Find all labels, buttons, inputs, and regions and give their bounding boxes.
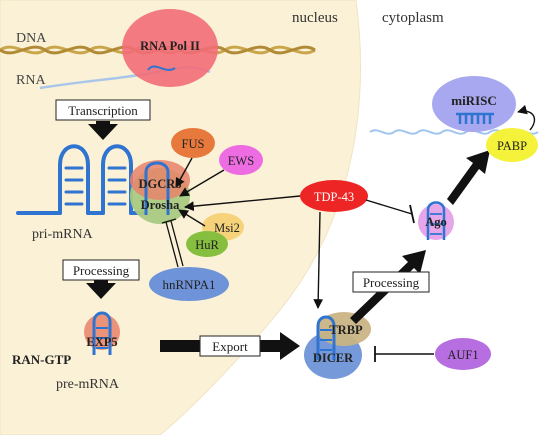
export-step: Export [160, 332, 300, 360]
transcription-label: Transcription [68, 103, 138, 118]
ran-gtp-label: RAN-GTP [12, 352, 71, 367]
fus-protein: FUS [171, 128, 215, 158]
dicer-label: DICER [313, 351, 354, 365]
auf1-inhibition [374, 346, 434, 362]
mirisc-label: miRISC [451, 93, 497, 108]
ews-protein: EWS [219, 145, 263, 175]
cytoplasm-processing-step: Processing [350, 250, 430, 324]
processing-nuclear-label: Processing [73, 263, 130, 278]
mirisc-complex: miRISC [432, 76, 516, 132]
pabp-protein: PABP [486, 128, 538, 162]
hur-label: HuR [195, 238, 219, 252]
exp5-complex: EXP5 [84, 311, 120, 355]
dgcr8-label: DGCR8 [138, 177, 181, 191]
rna-pol-ii: RNA Pol II [122, 9, 218, 87]
ago-to-mirisc-arrow [447, 150, 490, 205]
ews-label: EWS [228, 154, 254, 168]
processing-cytoplasm-label: Processing [363, 275, 420, 290]
drosha-label: Drosha [141, 198, 180, 212]
pabp-label: PABP [497, 139, 527, 153]
auf1-protein: AUF1 [435, 338, 491, 370]
microprocessor-complex: DGCR8 Drosha [130, 160, 190, 224]
pabp-to-mirisc-arrow [517, 104, 536, 131]
pre-mrna-label: pre-mRNA [56, 377, 120, 392]
rna-emerging [147, 65, 176, 71]
rna-pol-ii-label: RNA Pol II [140, 39, 200, 53]
nucleus-label: nucleus [292, 10, 338, 26]
trbp-label: TRBP [329, 323, 363, 337]
dna-label: DNA [16, 31, 47, 46]
auf1-label: AUF1 [447, 348, 478, 362]
tdp43-label: TDP-43 [314, 190, 354, 204]
tdp43-arrows [184, 195, 415, 309]
export-label: Export [212, 339, 248, 354]
tdp43-protein: TDP-43 [300, 180, 368, 212]
hnrnpa1-inhibition [161, 218, 184, 268]
ago-label: Ago [425, 215, 447, 229]
msi2-label: Msi2 [214, 221, 240, 235]
cytoplasm-label: cytoplasm [382, 10, 444, 26]
dicer-complex: TRBP DICER [304, 312, 371, 379]
ago-protein: Ago [418, 201, 454, 240]
fus-label: FUS [182, 137, 205, 151]
hur-protein: HuR [186, 231, 228, 257]
nuclear-processing-step: Processing [62, 259, 140, 299]
pri-mrna-structure [16, 144, 147, 215]
rna-label: RNA [16, 73, 46, 88]
hnrnpa1-label: hnRNPA1 [163, 277, 216, 292]
exp5-label: EXP5 [86, 335, 117, 349]
pri-mrna-label: pri-mRNA [32, 227, 94, 242]
transcription-step: Transcription [55, 99, 151, 140]
regulator-arrows [175, 157, 225, 227]
hnrnpa1-protein: hnRNPA1 [149, 267, 229, 301]
